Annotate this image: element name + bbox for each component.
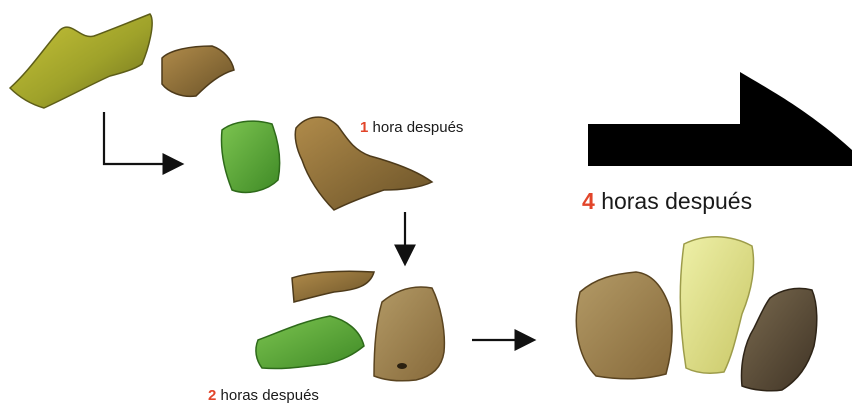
label-two-hours-text: horas después — [221, 387, 319, 404]
hole-mark — [397, 363, 407, 369]
glass-shard-brown-small — [162, 46, 234, 96]
glass-shard-yellow-green-large — [10, 14, 152, 108]
label-one-hour-text: hora después — [373, 119, 464, 136]
glass-shard-tan-four-hours — [576, 272, 672, 379]
black-arrow-shape — [588, 72, 852, 166]
glass-shard-pale-yellow-four-hours — [680, 237, 753, 373]
arrow-to-one-hour — [104, 112, 180, 164]
label-four-hours-number: 4 — [582, 188, 595, 214]
label-two-hours: 2 horas después — [208, 387, 319, 404]
glass-shard-green-one-hour — [221, 121, 279, 192]
label-one-hour-number: 1 — [360, 119, 368, 136]
label-four-hours-text: horas después — [601, 188, 752, 214]
glass-shard-brown-sliver-two-hours — [292, 271, 374, 302]
label-two-hours-number: 2 — [208, 387, 216, 404]
glass-shard-green-two-hours — [256, 316, 364, 369]
label-four-hours: 4 horas después — [582, 188, 752, 215]
label-one-hour: 1 hora después — [360, 119, 463, 136]
glass-shard-dark-brown-four-hours — [742, 288, 817, 390]
glass-shard-tan-two-hours — [374, 287, 444, 381]
